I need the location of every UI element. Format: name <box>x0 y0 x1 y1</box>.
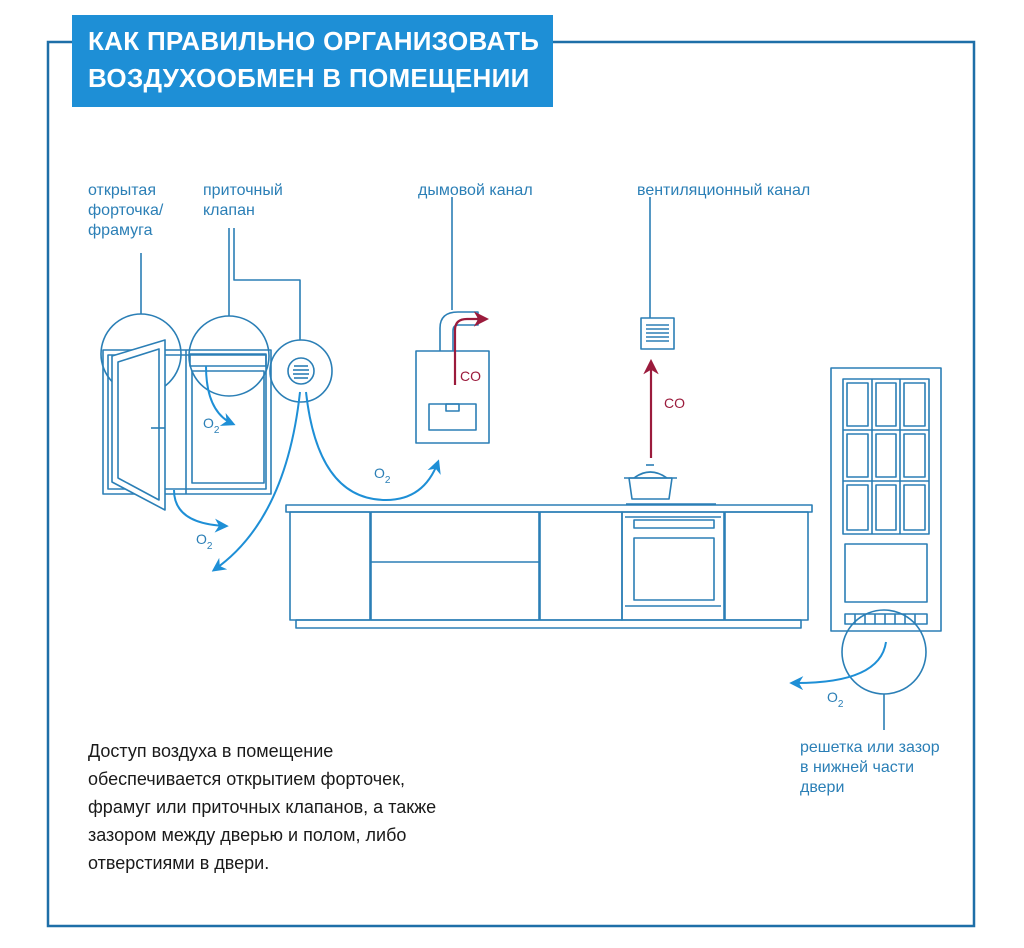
description-line-1: Доступ воздуха в помещение <box>88 741 334 761</box>
co-label-boiler: CO <box>460 368 481 384</box>
o2-label-room: O2 <box>374 465 391 486</box>
title-line-2: ВОЗДУХООБМЕН В ПОМЕЩЕНИИ <box>88 63 530 93</box>
leader-valve-circle <box>233 228 301 340</box>
co-label-vent: CO <box>664 395 685 411</box>
co-labels: CO CO <box>460 368 685 411</box>
label-smoke-channel: дымовой канал <box>418 182 533 199</box>
title-line-1: КАК ПРАВИЛЬНО ОРГАНИЗОВАТЬ <box>88 26 540 56</box>
counter-plinth <box>295 619 802 629</box>
label-window-line-3: фрамуга <box>88 222 153 239</box>
door <box>830 367 942 632</box>
vent-valve-circle <box>269 339 333 403</box>
o2-label-transom: O2 <box>203 415 220 436</box>
o2-labels: O2 O2 O2 O2 <box>196 415 844 710</box>
description-line-5: отверстиями в двери. <box>88 853 270 873</box>
door-grate-circle <box>841 609 927 695</box>
flue-pipe <box>439 311 479 351</box>
pot <box>628 477 673 500</box>
airflow-arrow-valve-down <box>211 391 301 572</box>
label-window-line-1: открытая <box>88 182 156 199</box>
label-door-line-1: решетка или зазор <box>800 739 940 756</box>
cabinet-left <box>289 511 371 621</box>
door-grate <box>844 613 928 625</box>
airflow-arrow-window <box>173 489 229 533</box>
label-window: открытая форточка/ фрамуга <box>88 181 163 241</box>
airflow-arrow-transom <box>205 365 236 426</box>
label-door-line-3: двери <box>800 779 845 796</box>
outer-frame <box>46 40 976 928</box>
cabinet-drawers <box>370 511 540 621</box>
description: Доступ воздуха в помещение обеспечиваетс… <box>88 737 508 877</box>
window-frame <box>102 349 272 495</box>
window-sash <box>111 339 166 511</box>
label-valve-line-2: клапан <box>203 202 255 219</box>
supply-valve <box>287 357 315 385</box>
label-window-line-2: форточка/ <box>88 202 164 219</box>
description-line-2: обеспечивается открытием форточек, <box>88 769 406 789</box>
label-door-line-2: в нижней части <box>800 759 915 776</box>
label-vent-channel: вентиляционный канал <box>637 182 811 199</box>
vent-grille <box>640 317 675 350</box>
description-line-3: фрамуг или приточных клапанов, а также <box>88 797 437 817</box>
o2-label-door: O2 <box>827 689 844 710</box>
airflow-arrow-valve-room <box>305 391 441 502</box>
co-arrow-flue <box>453 311 490 385</box>
countertop <box>285 504 813 513</box>
airflow-arrow-door <box>789 641 887 691</box>
description-line-4: зазором между дверью и полом, либо <box>88 825 407 845</box>
valve-circle <box>188 315 270 397</box>
title-banner: КАК ПРАВИЛЬНО ОРГАНИЗОВАТЬ ВОЗДУХООБМЕН … <box>72 15 554 107</box>
label-valve-line-1: приточный <box>203 182 283 199</box>
cabinet-mid <box>539 511 623 621</box>
label-door-grate: решетка или зазор в нижней части двери <box>800 738 940 798</box>
label-valve: приточный клапан <box>203 181 283 221</box>
cabinet-right <box>724 511 809 621</box>
o2-label-window: O2 <box>196 531 213 552</box>
